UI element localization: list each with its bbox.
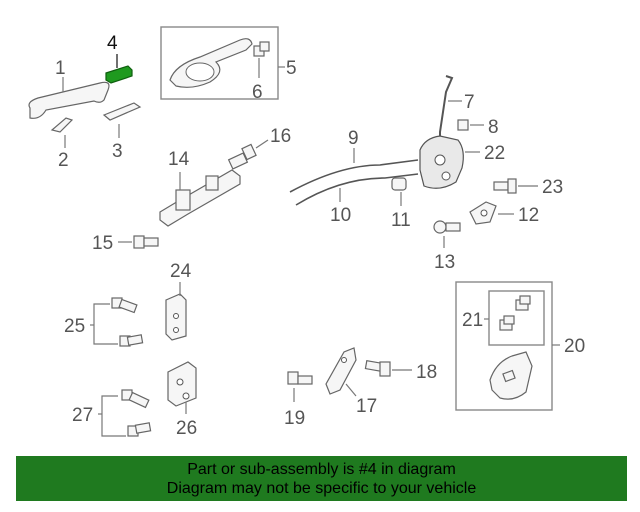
callout-2[interactable]: 2 xyxy=(58,150,69,171)
part-26-hinge[interactable]: 26 xyxy=(167,361,197,439)
banner-line-2: Diagram may not be specific to your vehi… xyxy=(166,479,477,497)
part-14-handle-bracket[interactable]: 14 xyxy=(159,149,241,227)
info-banner: Part or sub-assembly is #4 in diagram Di… xyxy=(16,456,627,501)
callout-7[interactable]: 7 xyxy=(464,92,475,113)
callout-19[interactable]: 19 xyxy=(284,408,305,429)
callout-8[interactable]: 8 xyxy=(488,117,499,138)
part-18-bolt[interactable]: 18 xyxy=(364,359,437,383)
part-13-screw[interactable]: 13 xyxy=(433,220,461,273)
part-19-bolt[interactable]: 19 xyxy=(284,371,313,429)
part-10-handle-cable[interactable]: 10 xyxy=(295,173,419,226)
part-27-bolts[interactable]: 27 xyxy=(72,389,152,437)
part-16-bolt[interactable]: 16 xyxy=(227,126,292,170)
callout-4[interactable]: 4 xyxy=(107,33,118,54)
callout-3[interactable]: 3 xyxy=(112,141,123,162)
callout-13[interactable]: 13 xyxy=(434,252,455,273)
callout-26[interactable]: 26 xyxy=(176,418,197,439)
part-9-lock-cable[interactable]: 9 xyxy=(289,128,419,193)
callout-18[interactable]: 18 xyxy=(416,362,437,383)
callout-23[interactable]: 23 xyxy=(542,177,563,198)
part-22-door-latch[interactable]: 22 xyxy=(419,135,505,189)
part-17-check-link[interactable]: 17 xyxy=(325,347,377,417)
part-21-actuator-clips[interactable]: 21 xyxy=(462,290,545,346)
callout-14[interactable]: 14 xyxy=(168,149,190,170)
part-7-lock-rod[interactable]: 7 xyxy=(439,75,475,140)
part-15-bolt[interactable]: 15 xyxy=(92,233,159,254)
callout-15[interactable]: 15 xyxy=(92,233,113,254)
callout-12[interactable]: 12 xyxy=(518,205,539,226)
callout-20[interactable]: 20 xyxy=(564,336,585,357)
part-20-latch-assembly[interactable]: 20 xyxy=(455,281,585,411)
part-2-handle-pad[interactable]: 2 xyxy=(50,117,74,171)
part-1-door-handle[interactable]: 1 xyxy=(28,58,110,119)
callout-9[interactable]: 9 xyxy=(348,128,359,149)
callout-10[interactable]: 10 xyxy=(330,205,351,226)
callout-17[interactable]: 17 xyxy=(356,396,377,417)
part-3-handle-cover[interactable]: 3 xyxy=(102,102,142,162)
part-23-bolt[interactable]: 23 xyxy=(493,177,563,198)
callout-27[interactable]: 27 xyxy=(72,405,93,426)
part-25-bolts[interactable]: 25 xyxy=(64,297,144,347)
callout-11[interactable]: 11 xyxy=(391,210,411,231)
callout-6[interactable]: 6 xyxy=(252,82,263,103)
banner-line-1: Part or sub-assembly is #4 in diagram xyxy=(187,460,456,478)
callout-16[interactable]: 16 xyxy=(270,126,291,147)
part-8-clip[interactable]: 8 xyxy=(457,117,499,138)
part-4-highlighted[interactable]: 4 xyxy=(105,33,133,84)
callout-22[interactable]: 22 xyxy=(484,143,505,164)
part-6-clip[interactable]: 6 xyxy=(252,41,270,103)
part-24-bracket[interactable]: 24 xyxy=(165,261,192,341)
part-11-cable-clip[interactable]: 11 xyxy=(391,177,411,231)
exploded-parts-diagram: 4 1 2 3 5 xyxy=(28,26,585,439)
callout-1[interactable]: 1 xyxy=(55,58,66,79)
callout-21[interactable]: 21 xyxy=(462,310,483,331)
callout-25[interactable]: 25 xyxy=(64,316,85,337)
part-12-striker[interactable]: 12 xyxy=(469,201,539,226)
callout-24[interactable]: 24 xyxy=(170,261,192,282)
part-5-handle-frame-group[interactable]: 5 xyxy=(160,26,297,100)
callout-5[interactable]: 5 xyxy=(286,58,297,79)
